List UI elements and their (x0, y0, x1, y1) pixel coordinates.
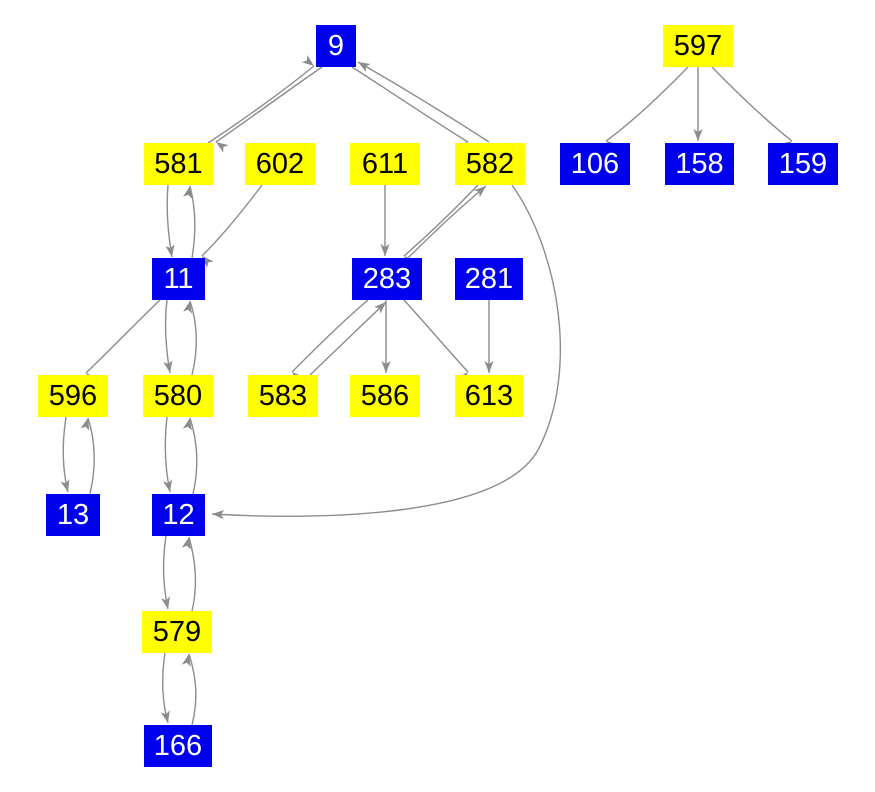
graph-node-596[interactable]: 596 (38, 375, 108, 417)
graph-node-label: 13 (56, 498, 90, 531)
graph-node-label: 581 (154, 147, 203, 180)
graph-node-label: 166 (153, 729, 203, 762)
graph-node-106[interactable]: 106 (560, 143, 630, 185)
graph-node-label: 580 (153, 379, 203, 412)
graph-node-583[interactable]: 583 (248, 375, 318, 417)
edge-11-to-596 (85, 299, 161, 385)
edge-283-to-582 (407, 185, 487, 259)
edge-166-to-579 (181, 653, 197, 726)
graph-node-581[interactable]: 581 (144, 143, 213, 185)
graph-node-label: 596 (48, 379, 98, 412)
graph-node-13[interactable]: 13 (46, 494, 100, 536)
graph-node-label: 106 (570, 147, 620, 180)
arrowhead-icon (693, 129, 703, 141)
graph-node-12[interactable]: 12 (152, 494, 205, 536)
edge-596-to-13 (60, 416, 70, 493)
graph-node-label: 586 (360, 379, 410, 412)
edge-9-to-582 (351, 66, 469, 153)
arrowhead-icon (216, 142, 229, 153)
graph-node-label: 582 (465, 147, 515, 180)
graph-node-166[interactable]: 166 (144, 725, 212, 767)
edge-580-to-11 (183, 300, 197, 376)
edge-597-to-159 (711, 66, 793, 152)
edge-583-to-283 (309, 301, 387, 376)
graph-node-label: 283 (362, 262, 412, 295)
graph-node-582[interactable]: 582 (455, 143, 525, 185)
edge-11-to-581 (183, 185, 196, 259)
graph-node-label: 583 (258, 379, 308, 412)
arrowhead-icon (183, 301, 193, 314)
edge-283-to-586 (381, 300, 391, 373)
graph-node-580[interactable]: 580 (143, 375, 213, 417)
graph-node-label: 12 (162, 498, 195, 531)
edge-602-to-11 (201, 184, 263, 268)
arrowhead-icon (183, 186, 193, 199)
arrowhead-icon (160, 710, 170, 723)
edge-579-to-166 (160, 652, 170, 724)
edge-281-to-613 (484, 300, 494, 373)
arrowhead-icon (161, 596, 171, 609)
arrowhead-icon (301, 54, 314, 66)
graph-node-158[interactable]: 158 (665, 143, 734, 185)
graph-node-label: 597 (673, 29, 723, 62)
arrowhead-icon (80, 418, 90, 431)
arrowhead-icon (182, 418, 192, 431)
arrowhead-icon (181, 654, 191, 667)
edge-12-to-580 (182, 417, 198, 495)
edge-12-to-579 (161, 535, 171, 610)
arrowhead-icon (60, 479, 70, 492)
graph-node-159[interactable]: 159 (768, 143, 838, 185)
graph-node-602[interactable]: 602 (245, 143, 315, 185)
edge-582-to-283 (403, 184, 479, 268)
edge-597-to-158 (693, 67, 703, 141)
edge-581-to-11 (165, 184, 175, 258)
arrowhead-icon (163, 479, 173, 492)
graph-node-11[interactable]: 11 (152, 258, 205, 300)
graph-node-613[interactable]: 613 (455, 375, 523, 417)
edge-580-to-12 (163, 416, 173, 493)
edge-283-to-583 (291, 299, 369, 384)
arrowhead-icon (163, 360, 173, 373)
arrowhead-icon (381, 361, 391, 373)
graph-node-label: 9 (327, 29, 345, 62)
edge-581-to-9 (207, 54, 315, 144)
graph-node-586[interactable]: 586 (350, 375, 420, 417)
arrowhead-icon (181, 537, 191, 550)
arrowhead-icon (212, 510, 225, 520)
graph-node-597[interactable]: 597 (663, 25, 733, 67)
graph-node-label: 11 (163, 262, 194, 295)
graph-node-label: 159 (778, 147, 828, 180)
edge-9-to-581 (215, 66, 323, 153)
graph-node-281[interactable]: 281 (455, 258, 523, 300)
arrowhead-icon (165, 244, 175, 257)
edge-13-to-596 (80, 417, 95, 495)
edge-11-to-580 (163, 299, 173, 374)
graph-node-label: 579 (152, 615, 202, 648)
arrowhead-icon (380, 244, 390, 256)
graph-node-label: 611 (361, 147, 409, 180)
graph-node-label: 613 (464, 379, 514, 412)
graph-node-label: 602 (255, 147, 305, 180)
graph-node-283[interactable]: 283 (352, 258, 422, 300)
arrowhead-icon (358, 62, 371, 72)
edge-582-to-9 (357, 61, 490, 143)
graph-node-label: 281 (464, 262, 514, 295)
graph-node-611[interactable]: 611 (350, 143, 420, 185)
graph-node-579[interactable]: 579 (142, 611, 212, 653)
arrowhead-icon (484, 361, 494, 373)
edge-283-to-613 (403, 299, 469, 384)
graph-node-label: 158 (675, 147, 724, 180)
edge-579-to-12 (181, 536, 197, 612)
graph-node-9[interactable]: 9 (316, 25, 356, 67)
edge-611-to-283 (380, 185, 390, 256)
edge-597-to-106 (605, 66, 689, 152)
edge-582-to-12 (211, 184, 562, 520)
arrowhead-icon (374, 302, 386, 314)
